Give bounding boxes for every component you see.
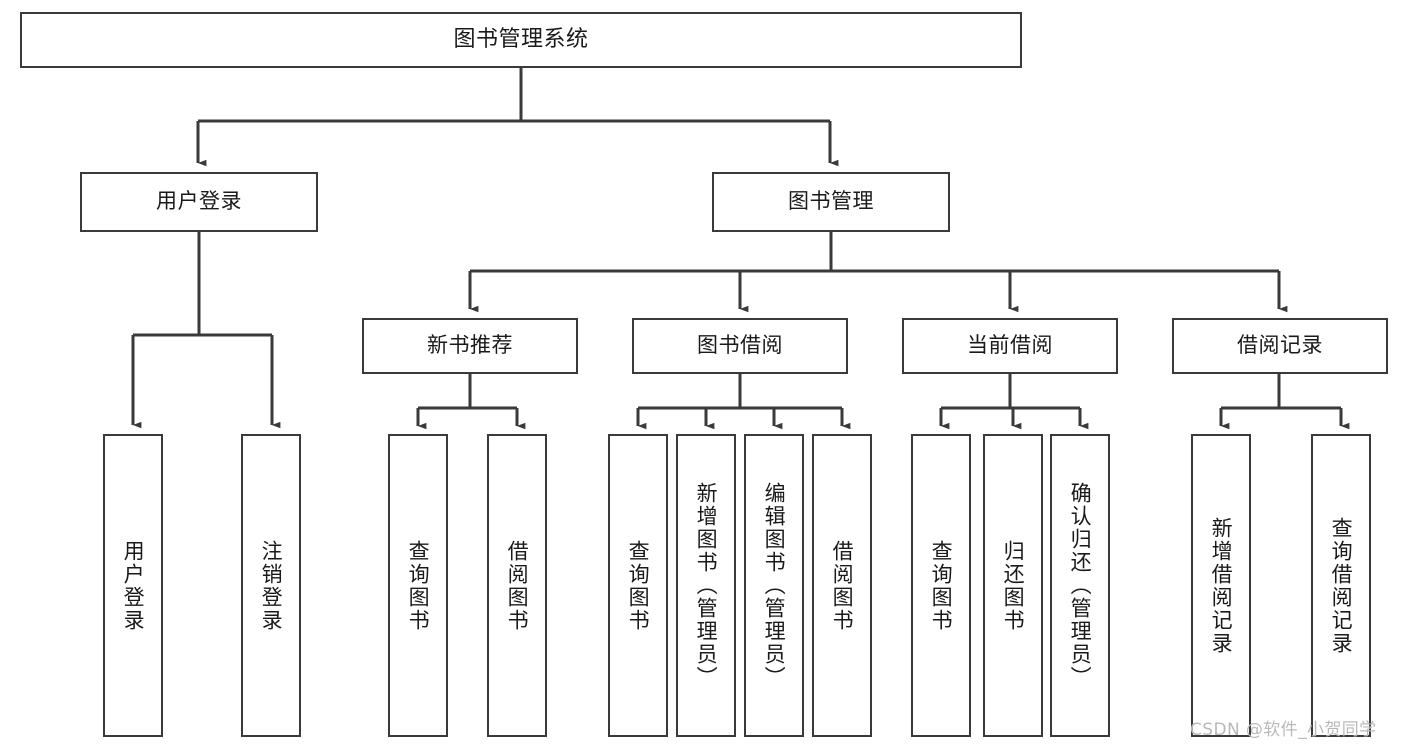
node-leaf-label: 新增借阅记录 <box>1209 516 1234 655</box>
node-leaf-logout[interactable]: 注销登录 <box>241 434 301 737</box>
node-leaf-label: 借阅图书 <box>830 539 855 632</box>
node-leaf-label: 查询图书 <box>406 539 431 632</box>
node-leaf-query-book-newbook[interactable]: 查询图书 <box>388 434 448 737</box>
node-current-borrow-label: 当前借阅 <box>967 333 1053 358</box>
node-leaf-query-book-current[interactable]: 查询图书 <box>911 434 971 737</box>
node-leaf-add-book-admin[interactable]: 新增图书（管理员） <box>676 434 736 737</box>
node-leaf-label: 注销登录 <box>259 539 284 632</box>
node-leaf-label: 新增图书（管理员） <box>694 482 719 689</box>
node-book-management-label: 图书管理 <box>788 189 874 214</box>
node-leaf-confirm-return-admin[interactable]: 确认归还（管理员） <box>1050 434 1110 737</box>
csdn-watermark: CSDN @软件_小贺同学 <box>1190 720 1377 740</box>
node-book-borrow[interactable]: 图书借阅 <box>632 318 848 374</box>
node-leaf-edit-book-admin[interactable]: 编辑图书（管理员） <box>744 434 804 737</box>
node-leaf-user-login[interactable]: 用户登录 <box>103 434 163 737</box>
node-borrow-record-label: 借阅记录 <box>1237 333 1323 358</box>
node-leaf-label: 查询图书 <box>929 539 954 632</box>
node-current-borrow[interactable]: 当前借阅 <box>902 318 1118 374</box>
node-leaf-label: 用户登录 <box>121 539 146 632</box>
node-root-label: 图书管理系统 <box>453 26 589 52</box>
node-new-book-recommend-label: 新书推荐 <box>427 333 513 358</box>
node-leaf-return-book[interactable]: 归还图书 <box>983 434 1043 737</box>
node-leaf-label: 查询图书 <box>626 539 651 632</box>
node-leaf-label: 查询借阅记录 <box>1329 516 1354 655</box>
node-leaf-label: 确认归还（管理员） <box>1068 482 1093 689</box>
node-book-management[interactable]: 图书管理 <box>712 172 950 232</box>
node-leaf-add-borrow-record[interactable]: 新增借阅记录 <box>1191 434 1251 737</box>
node-user-login-label: 用户登录 <box>156 189 242 214</box>
node-leaf-query-borrow-record[interactable]: 查询借阅记录 <box>1311 434 1371 737</box>
node-leaf-borrow-book[interactable]: 借阅图书 <box>812 434 872 737</box>
node-leaf-label: 归还图书 <box>1001 539 1026 632</box>
node-leaf-label: 编辑图书（管理员） <box>762 482 787 689</box>
node-leaf-borrow-book-newbook[interactable]: 借阅图书 <box>487 434 547 737</box>
node-new-book-recommend[interactable]: 新书推荐 <box>362 318 578 374</box>
node-user-login[interactable]: 用户登录 <box>80 172 318 232</box>
node-leaf-query-book-borrow[interactable]: 查询图书 <box>608 434 668 737</box>
node-book-borrow-label: 图书借阅 <box>697 333 783 358</box>
node-leaf-label: 借阅图书 <box>505 539 530 632</box>
node-root[interactable]: 图书管理系统 <box>20 12 1022 68</box>
node-borrow-record[interactable]: 借阅记录 <box>1172 318 1388 374</box>
